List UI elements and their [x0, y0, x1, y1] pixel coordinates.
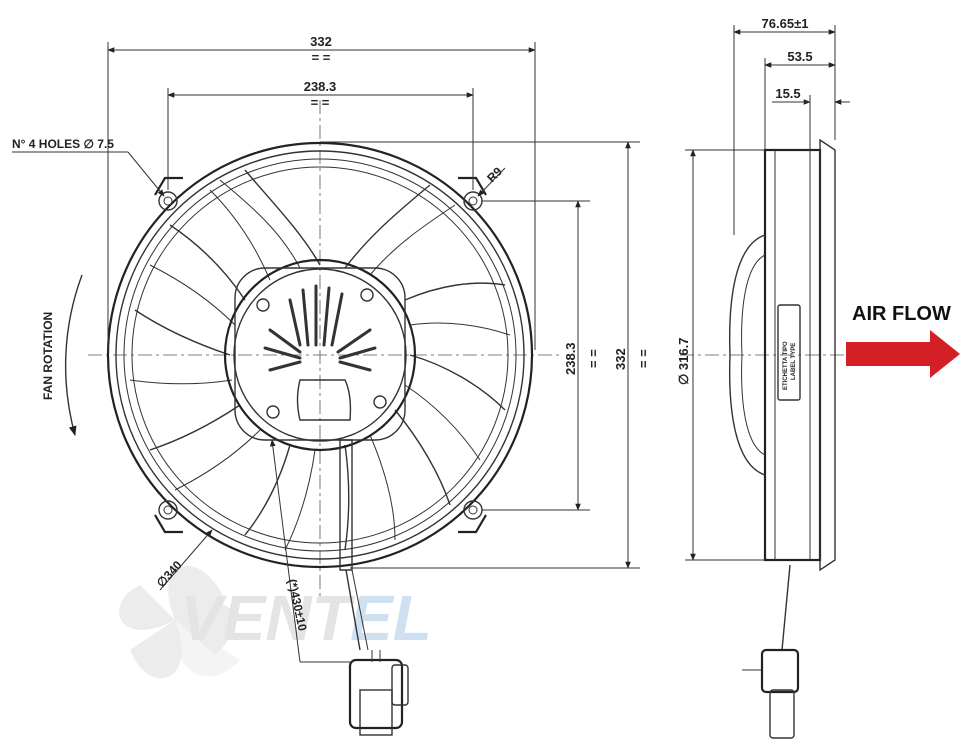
connector: [348, 650, 409, 736]
side-cable: [781, 564, 791, 651]
airflow-label: AIR FLOW: [852, 303, 951, 325]
cable: [345, 569, 361, 651]
side-label-plate: [777, 304, 801, 401]
mounting-hole-bl: [158, 500, 178, 520]
watermark-logo: VENT EL: [118, 565, 432, 679]
side-view: ETICHETTA TIPO LABEL TYPE ∅ 316.7 76.65±…: [676, 16, 855, 739]
hub-inner: [233, 268, 407, 442]
outer-shroud: [106, 141, 534, 569]
shroud-inner-rim: [115, 150, 525, 560]
side-front-ring: [819, 138, 836, 572]
blade-tip-ring: [123, 158, 517, 552]
rotation-label: FAN ROTATION: [41, 312, 55, 400]
airflow-arrow: [846, 330, 960, 378]
dim-front-depth: 15.5: [775, 86, 800, 101]
mounting-hole-tl: [158, 191, 178, 211]
blade-ring-inner: [131, 166, 509, 544]
equal-mark-holes: = =: [311, 95, 330, 110]
dim-side-diameter: ∅ 316.7: [676, 338, 691, 385]
dim-overall-height: 332: [613, 348, 628, 370]
watermark-text-el: EL: [350, 582, 432, 654]
rotation-arrow: [64, 274, 83, 436]
side-connector-lower: [769, 689, 795, 739]
dim-overall-width: 332: [310, 34, 332, 49]
side-label-line2: LABEL TYPE: [791, 343, 797, 380]
holes-leader: [127, 151, 165, 197]
dim-total-depth: 76.65±1: [762, 16, 809, 31]
radius-label: R9: [484, 164, 505, 185]
front-view: FAN ROTATION 332 = = 238.3 = = N° 4 HOLE…: [12, 34, 651, 736]
dim-body-depth: 53.5: [787, 49, 812, 64]
dim-vertical-hole-spacing: 238.3: [563, 342, 578, 375]
motor-fins: [263, 284, 377, 372]
motor-screws: [256, 288, 387, 419]
airflow-indicator: AIR FLOW: [846, 303, 960, 378]
watermark-text-vent: VENT: [180, 582, 356, 654]
side-motor: [728, 234, 766, 476]
flange-corner-bl: [154, 514, 183, 534]
holes-callout: N° 4 HOLES ∅ 7.5: [12, 137, 114, 151]
cable-channel: [339, 439, 353, 571]
flange-corner-br: [458, 514, 487, 534]
equal-mark-height: = =: [636, 349, 651, 368]
side-label-line1: ETICHETTA TIPO: [783, 341, 789, 390]
flange-corner-tr: [458, 176, 487, 196]
equal-mark-top: = =: [312, 50, 331, 65]
fan-blades: [134, 169, 506, 551]
mounting-hole-br: [463, 500, 483, 520]
watermark-fan-icon: [118, 565, 240, 679]
cable-length-line: [270, 439, 301, 663]
motor-housing: [234, 267, 406, 441]
radius-leader: [477, 167, 506, 197]
dim-hole-spacing: 238.3: [304, 79, 337, 94]
motor-label-plate: [296, 379, 352, 421]
diameter-leader: [159, 529, 213, 591]
equal-mark-vertical: = =: [586, 349, 601, 368]
hub-outer: [223, 258, 417, 452]
side-connector-upper: [760, 648, 800, 694]
